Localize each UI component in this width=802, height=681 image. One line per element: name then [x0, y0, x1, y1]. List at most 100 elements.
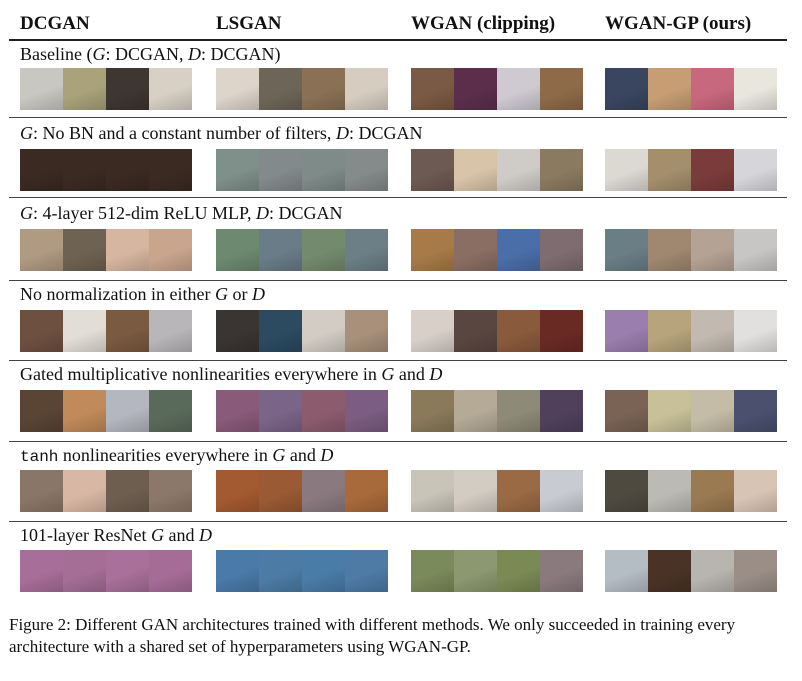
row-divider — [9, 521, 787, 522]
sample-strip — [216, 470, 388, 512]
sample-strip — [605, 229, 777, 271]
row-divider — [9, 441, 787, 442]
generated-sample-image — [691, 229, 734, 271]
row-caption-part: : 4-layer 512-dim ReLU MLP, — [33, 203, 256, 223]
row-caption-part: : DCGAN — [348, 123, 423, 143]
generated-sample-image — [605, 310, 648, 352]
generated-sample-image — [605, 550, 648, 592]
sample-strip — [411, 550, 583, 592]
row-caption-part: 101-layer ResNet — [20, 525, 151, 545]
generated-sample-image — [497, 470, 540, 512]
generated-sample-image — [605, 470, 648, 512]
row-caption-part: D — [320, 445, 334, 465]
generated-sample-image — [734, 310, 777, 352]
header-rule — [9, 39, 787, 41]
generated-sample-image — [691, 68, 734, 110]
sample-strip — [20, 149, 192, 191]
generated-sample-image — [540, 550, 583, 592]
sample-strip — [20, 550, 192, 592]
row-divider — [9, 280, 787, 281]
generated-sample-image — [411, 390, 454, 432]
generated-sample-image — [149, 470, 192, 512]
generated-sample-image — [302, 149, 345, 191]
row-caption: Baseline (G: DCGAN, D: DCGAN) — [20, 44, 281, 65]
sample-strip — [411, 470, 583, 512]
row-caption-part: and — [394, 364, 430, 384]
sample-strip — [216, 390, 388, 432]
generated-sample-image — [691, 390, 734, 432]
row-caption: G: 4-layer 512-dim ReLU MLP, D: DCGAN — [20, 203, 343, 224]
generated-sample-image — [454, 470, 497, 512]
generated-sample-image — [259, 550, 302, 592]
generated-sample-image — [149, 550, 192, 592]
generated-sample-image — [216, 470, 259, 512]
generated-sample-image — [216, 229, 259, 271]
generated-sample-image — [648, 470, 691, 512]
generated-sample-image — [734, 68, 777, 110]
row-caption-part: and — [285, 445, 321, 465]
generated-sample-image — [345, 310, 388, 352]
generated-sample-image — [106, 149, 149, 191]
column-header-lsgan: LSGAN — [216, 13, 282, 34]
generated-sample-image — [259, 149, 302, 191]
generated-sample-image — [302, 550, 345, 592]
row-caption-part: tanh — [20, 448, 59, 466]
generated-sample-image — [345, 68, 388, 110]
generated-sample-image — [259, 229, 302, 271]
row-caption-part: D — [335, 123, 349, 143]
row-caption-part: G — [381, 364, 395, 384]
generated-sample-image — [106, 390, 149, 432]
row-caption-part: G — [272, 445, 286, 465]
generated-sample-image — [216, 149, 259, 191]
row-caption: G: No BN and a constant number of filter… — [20, 123, 422, 144]
generated-sample-image — [20, 310, 63, 352]
generated-sample-image — [20, 390, 63, 432]
generated-sample-image — [63, 470, 106, 512]
row-caption-part: G — [150, 525, 164, 545]
sample-strip — [605, 390, 777, 432]
generated-sample-image — [345, 149, 388, 191]
row-caption-part: G — [20, 203, 33, 223]
generated-sample-image — [540, 149, 583, 191]
generated-sample-image — [345, 470, 388, 512]
row-caption-part: nonlinearities everywhere in — [58, 445, 273, 465]
row-caption-part: : DCGAN, — [105, 44, 188, 64]
generated-sample-image — [734, 470, 777, 512]
row-divider — [9, 197, 787, 198]
generated-sample-image — [63, 390, 106, 432]
row-caption-part: : DCGAN — [268, 203, 343, 223]
generated-sample-image — [691, 149, 734, 191]
sample-strip — [605, 68, 777, 110]
generated-sample-image — [411, 550, 454, 592]
generated-sample-image — [20, 229, 63, 271]
row-caption-part: D — [188, 44, 201, 64]
generated-sample-image — [497, 229, 540, 271]
row-caption-part: D — [198, 525, 212, 545]
generated-sample-image — [691, 550, 734, 592]
generated-sample-image — [540, 310, 583, 352]
generated-sample-image — [648, 229, 691, 271]
sample-strip — [216, 68, 388, 110]
generated-sample-image — [411, 310, 454, 352]
sample-strip — [411, 68, 583, 110]
generated-sample-image — [20, 550, 63, 592]
generated-sample-image — [497, 68, 540, 110]
row-caption: tanh nonlinearities everywhere in G and … — [20, 445, 333, 466]
generated-sample-image — [345, 229, 388, 271]
generated-sample-image — [259, 68, 302, 110]
generated-sample-image — [734, 149, 777, 191]
column-header-wgan-clipping: WGAN (clipping) — [411, 13, 556, 34]
row-caption-part: or — [227, 284, 252, 304]
generated-sample-image — [106, 229, 149, 271]
figure-caption: Figure 2: Different GAN architectures tr… — [9, 615, 736, 656]
generated-sample-image — [216, 68, 259, 110]
sample-strip — [20, 229, 192, 271]
generated-sample-image — [149, 68, 192, 110]
row-caption-part: and — [163, 525, 199, 545]
sample-strip — [605, 310, 777, 352]
sample-strip — [605, 470, 777, 512]
row-caption-part: G — [214, 284, 228, 304]
generated-sample-image — [540, 470, 583, 512]
generated-sample-image — [302, 310, 345, 352]
sample-strip — [411, 390, 583, 432]
